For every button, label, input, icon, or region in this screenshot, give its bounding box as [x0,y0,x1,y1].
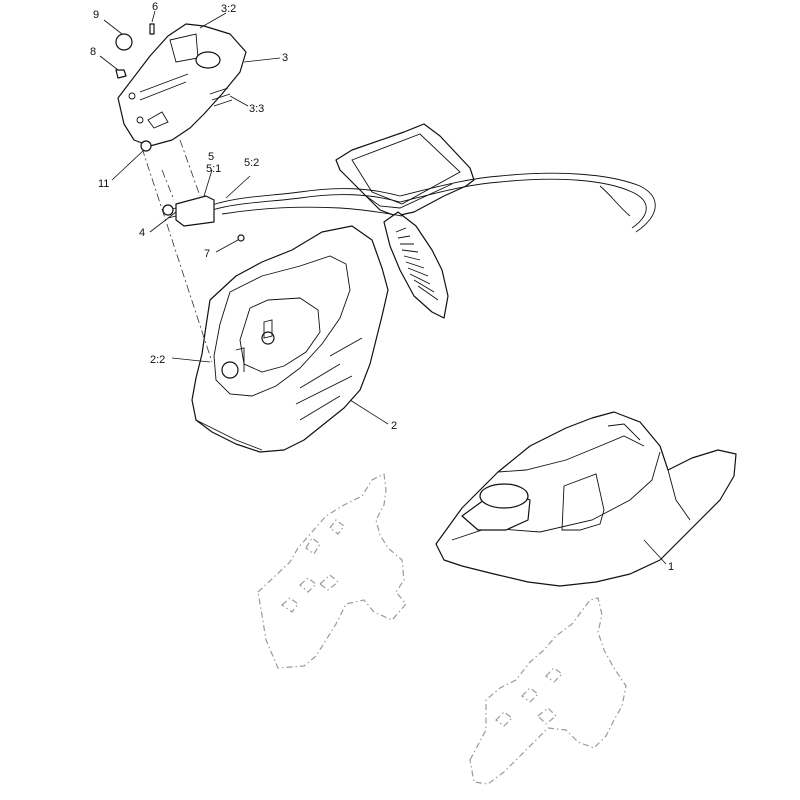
switch-bracket-4 [162,195,215,227]
callout-2-2: 2:2 [150,354,165,366]
nut-11 [140,140,152,152]
callout-labels: 9 6 3:2 3 8 3:3 11 5 5:1 5:2 4 7 2:2 2 1 [90,1,674,573]
callout-5-1: 5:1 [206,163,221,175]
alignment-lines [141,139,213,363]
screw-6 [149,23,155,35]
leader-lines [99,10,667,565]
callout-5-2: 5:2 [244,157,259,169]
callout-3-2: 3:2 [221,3,236,15]
callout-3: 3 [282,52,288,64]
callout-3-3: 3:3 [249,103,264,115]
callout-6: 6 [152,1,158,13]
tank-body [191,225,389,453]
callout-7: 7 [204,248,210,260]
wire-harness [211,172,656,233]
callout-1: 1 [668,561,674,573]
control-panel-plate [117,23,247,147]
callout-2: 2 [391,420,397,432]
rear-frame-bracket [335,123,475,217]
rear-grille-panel [383,211,449,319]
screw-7 [237,234,245,242]
floor-panel-right-ghost [469,597,627,785]
callout-8: 8 [90,46,96,58]
knob-9 [115,33,133,51]
nut-8 [115,69,127,79]
hood-cover [435,411,737,587]
callout-5: 5 [208,151,214,163]
callout-11: 11 [98,178,109,190]
callout-9: 9 [93,9,99,21]
floor-panel-left-ghost [257,473,407,669]
callout-4: 4 [139,227,145,239]
